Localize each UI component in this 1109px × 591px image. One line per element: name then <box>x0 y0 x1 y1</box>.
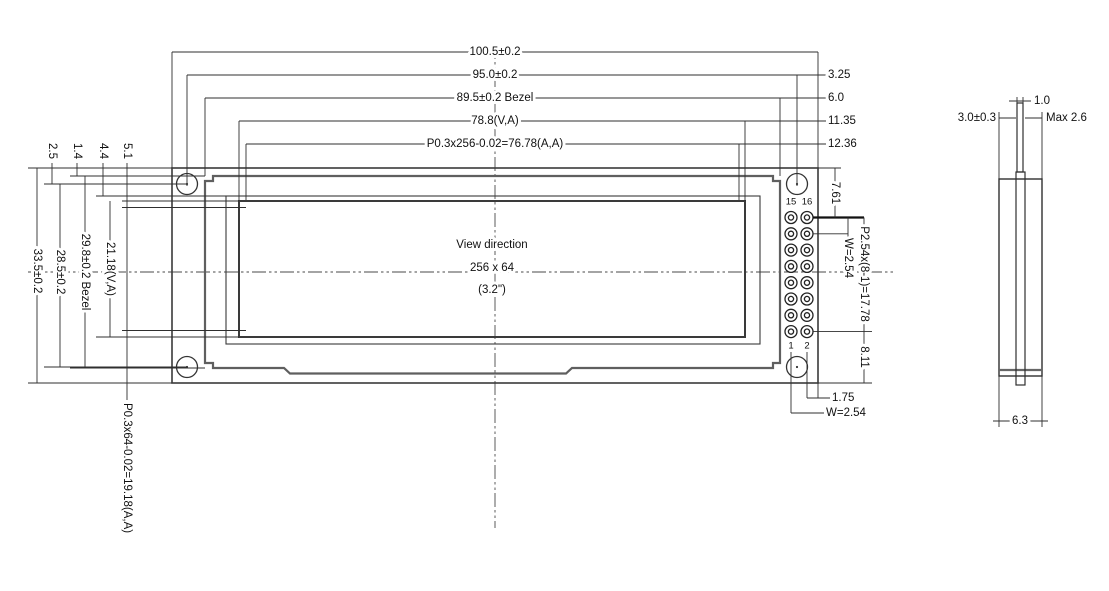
pcb-outline <box>171 167 819 384</box>
dim-viewing-area-width: 78.8(V,A) <box>471 115 519 127</box>
pin-number-1: 1 <box>788 341 793 352</box>
pin-pad <box>784 292 798 306</box>
dim-bezel-height: 29.8±0.2 Bezel <box>79 234 91 311</box>
left-dimension-lines <box>36 163 128 400</box>
pin-pad <box>800 210 814 225</box>
dim-pin-to-bottom: 8.11 <box>858 346 870 368</box>
dim-top-to-glass: 4.4 <box>97 143 109 160</box>
dim-pin-rows-span: P2.54x(8-1)=17.78 <box>858 226 870 322</box>
pin-pad <box>784 324 798 339</box>
viewing-area <box>238 200 746 338</box>
dim-hole-span-height: 28.5±0.2 <box>54 250 66 295</box>
dimensions-pins: 7.61 W=2.54 P2.54x(8-1)=17.78 8.11 1.75 … <box>790 167 873 422</box>
side-view: 1.0 3.0±0.3 Max 2.6 6.3 <box>955 92 1090 430</box>
side-pcb-strip-upper <box>1016 102 1024 173</box>
dim-pin-col-to-edge: 1.75 <box>832 392 854 404</box>
dim-hole-span-width: 95.0±0.2 <box>473 69 518 81</box>
dim-overall-thickness: 6.3 <box>1012 415 1028 427</box>
pin-pad <box>800 259 814 274</box>
pin-number-15: 15 <box>786 197 797 208</box>
pin-pad <box>800 292 814 306</box>
pin-number-16: 16 <box>802 197 813 208</box>
mounting-holes <box>175 172 809 379</box>
dim-edge-to-hole: 3.25 <box>828 69 850 81</box>
pin-pad <box>800 243 814 257</box>
dim-active-area-height: P0.3x64-0.02=19.18(A,A) <box>121 403 133 533</box>
side-pcb-strip-lower <box>1015 171 1026 386</box>
pin-dimension-lines <box>834 168 865 383</box>
dim-edge-to-bezel: 6.0 <box>828 92 844 104</box>
pin-number-2: 2 <box>804 341 809 352</box>
view-direction-label: View direction <box>456 239 527 251</box>
top-dimension-lines <box>172 51 826 145</box>
pin-pad <box>800 308 814 322</box>
dim-top-to-bezel: 1.4 <box>71 143 83 160</box>
side-extension-lines <box>998 97 1043 427</box>
pin-pad <box>800 324 814 339</box>
dim-edge-to-active-area: 12.36 <box>828 138 857 150</box>
top-extension-lines <box>171 52 819 201</box>
dim-top-to-hole: 2.5 <box>46 143 58 159</box>
pin-pad <box>784 243 798 257</box>
dim-bezel-width: 89.5±0.2 Bezel <box>457 92 534 104</box>
dim-front-thickness: 3.0±0.3 <box>958 112 996 124</box>
dimensions-top: 100.5±0.2 95.0±0.2 89.5±0.2 Bezel 78.8(V… <box>171 43 860 201</box>
dim-rear-thickness-max: Max 2.6 <box>1046 112 1087 124</box>
pin-pad <box>784 210 798 225</box>
pin-pad <box>784 276 798 290</box>
dim-edge-to-viewing-area: 11.35 <box>828 115 856 127</box>
resolution-label: 256 x 64 <box>470 262 515 274</box>
glass-outline <box>225 195 761 345</box>
pin-pad <box>784 259 798 274</box>
pin-pad <box>800 276 814 290</box>
side-body-outline <box>998 178 1043 377</box>
dim-overall-width: 100.5±0.2 <box>469 46 520 58</box>
dim-overall-height: 33.5±0.2 <box>31 249 43 294</box>
pin-pad <box>800 227 814 241</box>
pin-bottom-dimension-lines <box>790 352 830 414</box>
dim-pin-col-pitch: W=2.54 <box>826 407 867 419</box>
diagonal-size-label: (3.2") <box>478 284 506 296</box>
dim-top-to-viewing-area: 5.1 <box>121 143 133 159</box>
hole-center-mark <box>795 365 799 369</box>
dim-top-to-pin-row: 7.61 <box>829 182 841 204</box>
pin-pad <box>784 227 798 241</box>
dim-pcb-thickness: 1.0 <box>1034 95 1050 107</box>
dim-active-area-width: P0.3x256-0.02=76.78(A,A) <box>427 138 564 150</box>
pin-pad <box>784 308 798 322</box>
dim-pin-row-pitch: W=2.54 <box>842 238 854 279</box>
dimensions-left: 33.5±0.2 28.5±0.2 29.8±0.2 Bezel 21.18(V… <box>28 140 246 536</box>
bezel-outline <box>203 174 782 375</box>
pin-extension-lines <box>813 167 872 384</box>
left-extension-lines <box>28 167 246 384</box>
pin-header: 15 16 1 2 <box>783 194 816 355</box>
side-dimension-lines <box>993 100 1048 422</box>
front-view: 15 16 1 2 View direction 256 x 64 (3.2") <box>28 45 893 528</box>
display-label: View direction 256 x 64 (3.2") <box>453 236 530 299</box>
dim-viewing-area-height: 21.18(V,A) <box>104 242 116 296</box>
